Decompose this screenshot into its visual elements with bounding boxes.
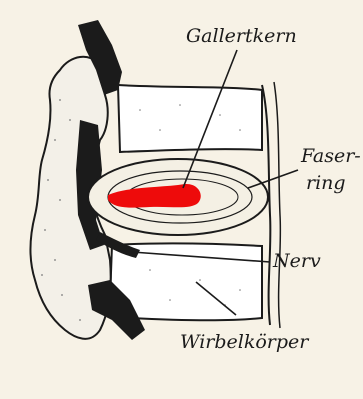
label-gallertkern: Gallertkern: [186, 27, 297, 46]
anterior-ligament-line-2: [274, 82, 280, 328]
upper-vertebral-body: [118, 85, 262, 152]
label-faserring-line1: Faser-: [301, 147, 361, 166]
label-wirbelkoerper: Wirbelkörper: [180, 333, 308, 352]
label-nerv: Nerv: [273, 252, 321, 271]
label-faserring-line2: ring: [306, 174, 346, 193]
